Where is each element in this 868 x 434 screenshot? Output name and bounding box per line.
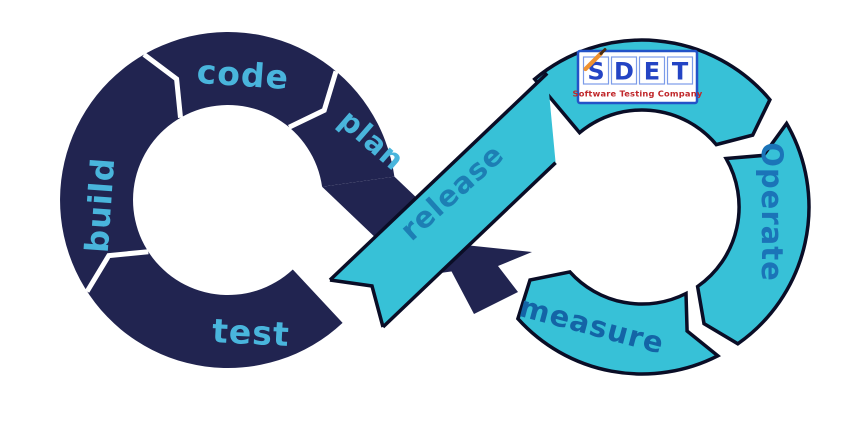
gap-code-plan (288, 70, 339, 130)
label-build: build (78, 156, 123, 254)
release-ribbon-tail-notch (329, 278, 385, 328)
label-code: code (196, 52, 291, 97)
pencil-tip-icon (599, 48, 607, 55)
logo-subtitle: Software Testing Company (573, 89, 703, 99)
logo-letter-box-e (638, 56, 666, 85)
logo-letter-e: E (644, 58, 660, 86)
measure-segment (515, 269, 722, 376)
release-ribbon-lower-edge (381, 161, 557, 329)
logo-letter-box-t (666, 56, 694, 85)
release-ribbon (325, 72, 557, 336)
logo-letter-box-d (610, 56, 638, 85)
label-test: test (211, 311, 291, 354)
operate-segment (695, 120, 811, 346)
release-ribbon-fill (330, 73, 556, 327)
pencil-icon (583, 51, 604, 72)
gap-build-code (142, 52, 183, 118)
label-operate: Operate (755, 142, 789, 281)
logo-letter-t: T (672, 58, 689, 86)
plan-arrowhead (436, 242, 532, 314)
sdet-logo: S D E T Software Testing Company (573, 48, 703, 105)
logo-letter-d: D (614, 58, 634, 86)
gap-test-build (84, 249, 149, 293)
release-ribbon-upper-edge (328, 72, 549, 282)
